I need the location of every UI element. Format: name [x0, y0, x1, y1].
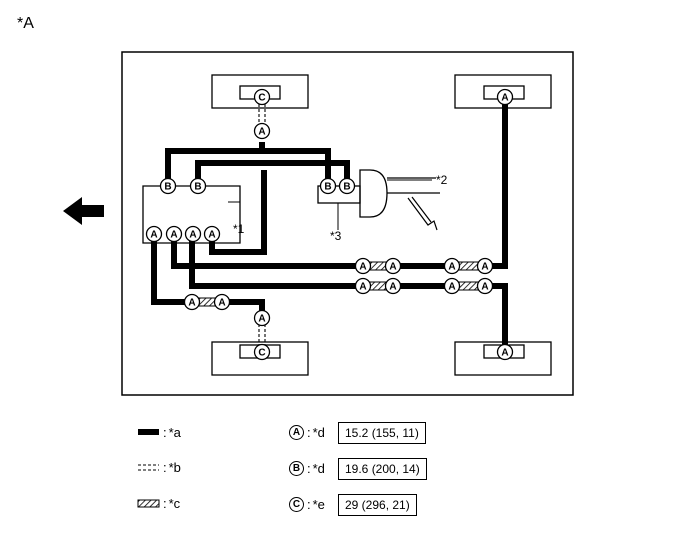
callout-2-label: *2 — [436, 173, 448, 187]
spec-A-label: *d — [312, 424, 325, 440]
spec-C-symbol: C — [289, 496, 304, 512]
connector-A-rear-1: A — [183, 293, 201, 311]
figure-label: *A — [17, 15, 34, 32]
svg-text:A: A — [208, 230, 215, 241]
svg-text:B: B — [324, 182, 331, 193]
svg-text:C: C — [258, 348, 265, 359]
legend-c-hatched-symbol — [137, 499, 160, 508]
svg-text:A: A — [481, 282, 488, 293]
spec-A-value: 15.2 (155, 11) — [338, 422, 426, 444]
vehicle-front-arrow-icon — [63, 197, 104, 225]
svg-text:A: A — [448, 262, 455, 273]
connector-A-front-left: A — [253, 122, 271, 140]
brake-booster — [359, 169, 388, 218]
connector-A-line1-1: A — [354, 257, 372, 275]
svg-text:A: A — [389, 262, 396, 273]
spec-row-C: C : *e — [289, 493, 325, 515]
svg-text:B: B — [343, 182, 350, 193]
legend-a-sep: : — [163, 424, 167, 440]
connector-markers: C A A B B B B A A A A A A A A A A A A A … — [145, 88, 514, 361]
connector-A-actuator-2: A — [165, 225, 183, 243]
connector-A-front-right: A — [496, 88, 514, 106]
svg-text:A: A — [258, 127, 265, 138]
connector-A-line2-3: A — [443, 277, 461, 295]
diagram-frame — [121, 51, 574, 396]
svg-text:A: A — [359, 262, 366, 273]
connector-A-line1-4: A — [476, 257, 494, 275]
brake-hose-b-dashed — [258, 104, 266, 346]
legend-b-dashed-symbol — [138, 464, 159, 471]
legend-a-solid-symbol — [138, 429, 159, 435]
connector-A-line2-1: A — [354, 277, 372, 295]
svg-text:B: B — [164, 182, 171, 193]
svg-text:C: C — [258, 93, 265, 104]
svg-text:A: A — [189, 230, 196, 241]
connector-A-actuator-1: A — [145, 225, 163, 243]
callout-1-label: *1 — [233, 222, 245, 236]
spec-A-sep: : — [307, 424, 311, 440]
connector-A-rear-left: A — [253, 309, 271, 327]
svg-text:A: A — [481, 262, 488, 273]
svg-text:A: A — [188, 298, 195, 309]
connector-C-front-left: C — [253, 88, 271, 106]
spec-row-A: A : *d — [289, 421, 325, 443]
svg-text:B: B — [194, 182, 201, 193]
svg-text:A: A — [170, 230, 177, 241]
legend-a-text: *a — [168, 424, 181, 440]
svg-text:A: A — [150, 230, 157, 241]
connector-A-line2-4: A — [476, 277, 494, 295]
callout-3-label: *3 — [330, 229, 342, 243]
connector-B-master-2: B — [338, 177, 356, 195]
spec-A-symbol: A — [289, 424, 304, 440]
legend-b-sep: : — [163, 459, 167, 475]
connector-A-line2-2: A — [384, 277, 402, 295]
brake-pedal-rod — [407, 196, 438, 231]
callout-leaders — [228, 179, 432, 230]
connector-A-actuator-3: A — [184, 225, 202, 243]
legend-a: : *a — [163, 421, 181, 443]
spec-B-value: 19.6 (200, 14) — [338, 458, 427, 480]
connector-B-actuator-2: B — [189, 177, 207, 195]
svg-text:A: A — [501, 348, 508, 359]
svg-text:A: A — [448, 282, 455, 293]
spec-row-B: B : *d — [289, 457, 325, 479]
connector-A-rear-right: A — [496, 343, 514, 361]
spec-C-sep: : — [307, 496, 311, 512]
connector-A-actuator-4: A — [203, 225, 221, 243]
svg-text:A: A — [359, 282, 366, 293]
spec-B-symbol: B — [289, 460, 304, 476]
legend-b-text: *b — [168, 459, 181, 475]
spec-B-sep: : — [307, 460, 311, 476]
spec-C-value: 29 (296, 21) — [338, 494, 417, 516]
connector-A-line1-2: A — [384, 257, 402, 275]
connector-A-rear-2: A — [213, 293, 231, 311]
spec-C-label: *e — [312, 496, 325, 512]
legend-c: : *c — [163, 492, 180, 514]
spec-B-label: *d — [312, 460, 325, 476]
connector-B-master-1: B — [319, 177, 337, 195]
connector-A-line1-3: A — [443, 257, 461, 275]
connector-B-actuator-1: B — [159, 177, 177, 195]
svg-text:A: A — [258, 314, 265, 325]
svg-text:A: A — [389, 282, 396, 293]
legend-c-text: *c — [168, 495, 181, 511]
legend-b: : *b — [163, 456, 181, 478]
legend-c-sep: : — [163, 495, 167, 511]
svg-text:A: A — [501, 93, 508, 104]
svg-text:A: A — [218, 298, 225, 309]
connector-C-rear-left: C — [253, 343, 271, 361]
